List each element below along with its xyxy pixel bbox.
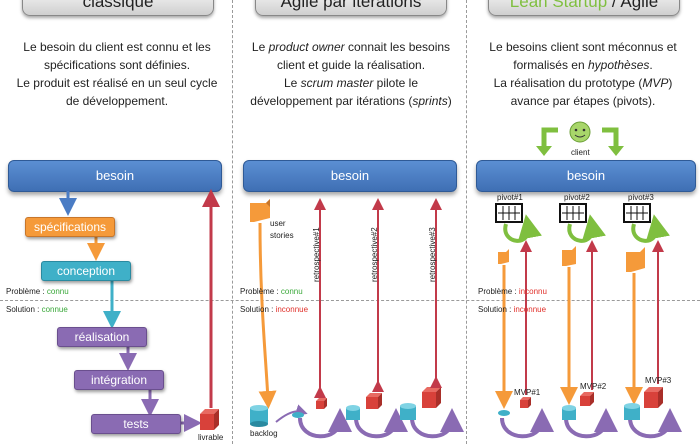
- probleme-label: Problème :: [6, 287, 47, 296]
- solution-label: Solution :: [6, 305, 42, 314]
- lean-diagram: [495, 203, 682, 439]
- probleme-value: inconnu: [518, 287, 547, 296]
- sprint-loop-1: [292, 398, 352, 439]
- probleme-value: connu: [280, 287, 303, 296]
- solution-value: inconnue: [513, 305, 547, 314]
- desc-line: développement par itérations (sprints): [250, 94, 452, 108]
- mvp-label-2: MVP#2: [580, 382, 607, 391]
- pivot-label-1: pivot#1: [497, 193, 523, 202]
- step-tests: tests: [91, 414, 181, 434]
- mvp-loop-1: [498, 397, 554, 439]
- column-separator-2: [466, 0, 467, 444]
- pivot-label-2: pivot#2: [564, 193, 590, 202]
- desc-line: Le besoin du client est connu et les: [23, 40, 211, 54]
- solution-label: Solution :: [240, 305, 276, 314]
- column-separator-1: [232, 0, 233, 444]
- solution-value: inconnue: [275, 305, 309, 314]
- step-label: conception: [56, 264, 116, 278]
- livrable-label: livrable: [198, 433, 224, 442]
- desc-line: spécifications sont définies.: [43, 58, 191, 72]
- step-label: intégration: [90, 373, 148, 387]
- sprint-loop-2: [346, 393, 408, 439]
- client-label: client: [571, 148, 590, 157]
- mvp-label-3: MVP#3: [645, 376, 672, 385]
- desc-line: La réalisation du prototype (MVP): [493, 76, 673, 90]
- probleme-label: Problème :: [240, 287, 281, 296]
- user-stories-label: user stories: [270, 218, 300, 242]
- desc-line: Le produit est réalisé en un seul cycle: [16, 76, 218, 90]
- besoin-label: besoin: [95, 168, 135, 183]
- step-specifications: spécifications: [25, 217, 115, 237]
- probleme-status: Problème : connu: [6, 287, 69, 296]
- probleme-value: connu: [46, 287, 69, 296]
- pivot-icon-1: [495, 203, 542, 243]
- besoin-bar: besoin: [8, 160, 222, 192]
- besoin-label: besoin: [330, 168, 370, 183]
- desc-line: avance par étapes (pivots).: [510, 94, 656, 108]
- besoin-bar: besoin: [243, 160, 457, 192]
- besoin-bar: besoin: [476, 160, 696, 192]
- hypothesis-doc-3: [626, 247, 645, 272]
- step-label: spécifications: [33, 220, 107, 234]
- column-title-classique: classique: [22, 0, 214, 16]
- step-realisation: réalisation: [57, 327, 147, 347]
- column-description: Le product owner connait les besoins cli…: [246, 38, 456, 110]
- step-integration: intégration: [74, 370, 164, 390]
- probleme-status: Problème : inconnu: [478, 287, 547, 296]
- desc-line: client et guide la réalisation.: [276, 58, 426, 72]
- user-stories-text: user stories: [270, 219, 294, 240]
- sprint-loop-3: [400, 387, 464, 439]
- retro-label-3: retrospective#3: [428, 227, 437, 282]
- lean-client-icon: [536, 121, 624, 156]
- backlog-label: backlog: [250, 429, 278, 438]
- probleme-status: Problème : connu: [240, 287, 303, 296]
- mvp-loop-3: [624, 387, 682, 439]
- stories-to-backlog-arrow: [258, 222, 277, 409]
- pivot-label-3: pivot#3: [628, 193, 654, 202]
- besoin-label: besoin: [566, 168, 606, 183]
- solution-value: connue: [41, 305, 68, 314]
- title-separator: /: [607, 0, 621, 11]
- title-agile: Agile: [620, 0, 659, 11]
- solution-status: Solution : connue: [6, 305, 68, 314]
- probleme-label: Problème :: [478, 287, 519, 296]
- hypothesis-doc-2: [562, 246, 576, 266]
- desc-line: formalisés en hypothèses.: [513, 58, 653, 72]
- solution-status: Solution : inconnue: [240, 305, 308, 314]
- pivot-icon-3: [623, 203, 670, 243]
- retro-label-1: retrospective#1: [312, 227, 321, 282]
- column-title-text: classique: [82, 0, 154, 11]
- column-title-lean: Lean Startup / Agile: [488, 0, 680, 16]
- pivot-icon-2: [559, 203, 606, 243]
- column-description: Le besoins client sont méconnus et forma…: [478, 38, 688, 110]
- desc-line: Le product owner connait les besoins: [251, 40, 451, 54]
- column-title-text: Agile par itérations: [280, 0, 422, 11]
- hypothesis-doc-1: [498, 249, 509, 264]
- livrable-cube: [200, 409, 219, 430]
- problem-solution-separator: [0, 300, 700, 301]
- step-label: tests: [123, 417, 149, 431]
- agile-diagram: [250, 198, 464, 439]
- backlog-to-sprint-arrow: [275, 404, 308, 423]
- title-lean-startup: Lean Startup: [509, 0, 608, 11]
- solution-status: Solution : inconnue: [478, 305, 546, 314]
- user-stories-icon: [250, 199, 270, 222]
- column-title-agile: Agile par itérations: [255, 0, 447, 16]
- desc-line: Le scrum master pilote le: [283, 76, 419, 90]
- mvp-loop-2: [562, 392, 618, 439]
- mvp-label-1: MVP#1: [514, 388, 541, 397]
- backlog-cylinder: [250, 405, 268, 427]
- retro-label-2: retrospective#2: [370, 227, 379, 282]
- desc-line: Le besoins client sont méconnus et: [489, 40, 677, 54]
- step-label: réalisation: [74, 330, 130, 344]
- solution-label: Solution :: [478, 305, 514, 314]
- column-description: Le besoin du client est connu et les spé…: [12, 38, 222, 110]
- desc-line: de développement.: [65, 94, 169, 108]
- step-conception: conception: [41, 261, 131, 281]
